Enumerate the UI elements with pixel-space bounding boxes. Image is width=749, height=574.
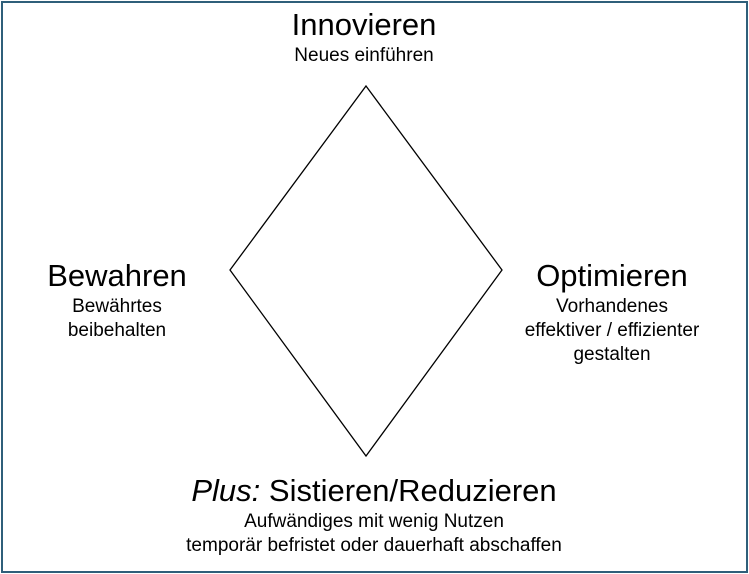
preserve-subtitle-line-1: Bewährtes — [72, 296, 162, 317]
reduce-subtitle-line-1: Aufwändiges mit wenig Nutzen — [244, 511, 504, 532]
reduce-block: Plus: Sistieren/Reduzieren Aufwändiges m… — [114, 474, 634, 558]
optimize-subtitle-line-1: Vorhandenes — [556, 296, 668, 317]
reduce-title-main: Sistieren/Reduzieren — [268, 473, 557, 508]
preserve-subtitle-line-2: beibehalten — [67, 320, 167, 341]
optimize-block: Optimieren Vorhandenes effektiver / effi… — [496, 259, 728, 367]
optimize-title: Optimieren — [536, 258, 688, 293]
reduce-title-prefix: Plus: — [191, 473, 261, 508]
reduce-subtitle-line-2: temporär befristet oder dauerhaft abscha… — [186, 535, 562, 556]
optimize-subtitle-line-3: gestalten — [573, 344, 651, 365]
preserve-block: Bewahren Bewährtes beibehalten — [17, 259, 217, 343]
diamond-outline — [229, 84, 503, 458]
optimize-subtitle-line-2: effektiver / effizienter — [524, 320, 700, 341]
innovate-subtitle: Neues einführen — [294, 45, 434, 66]
reduce-title: Plus: Sistieren/Reduzieren — [114, 474, 634, 508]
innovate-title: Innovieren — [291, 7, 437, 42]
innovate-block: Innovieren Neues einführen — [214, 8, 514, 68]
preserve-title: Bewahren — [47, 258, 187, 293]
